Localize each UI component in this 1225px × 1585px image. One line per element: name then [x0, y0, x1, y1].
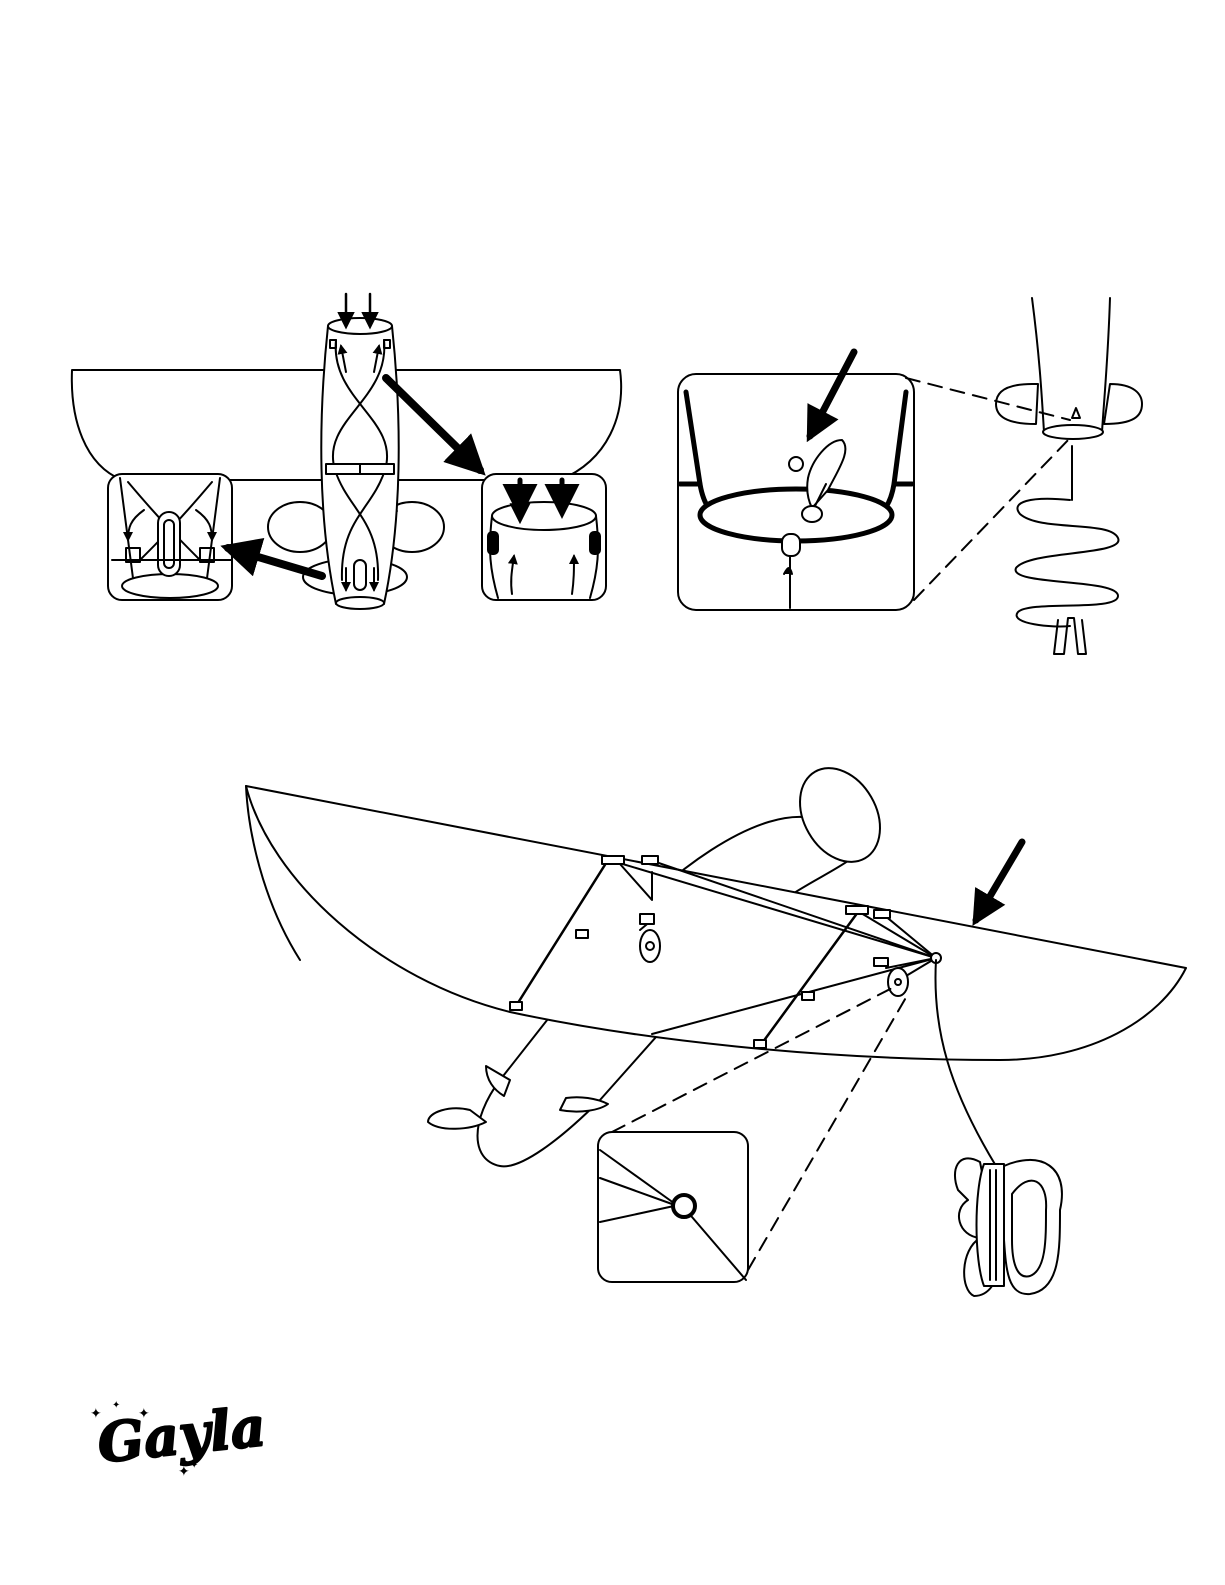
arrow-to-wing-edge	[976, 842, 1022, 920]
svg-text:✦: ✦	[138, 1405, 150, 1421]
figure-tail-attachment	[678, 298, 1142, 654]
line-reel-icon	[955, 1158, 1062, 1296]
tail-hole	[789, 457, 803, 471]
wing-3d	[246, 786, 1186, 1060]
svg-text:✦: ✦	[190, 1460, 198, 1471]
tail-tube	[1032, 298, 1110, 432]
spiral-tail	[1016, 499, 1119, 627]
svg-text:✦: ✦	[178, 1463, 190, 1479]
svg-text:✦: ✦	[112, 1400, 120, 1411]
svg-text:✦: ✦	[90, 1405, 102, 1421]
gayla-logo: Gayla ✦ ✦ ✦ ✦ ✦	[90, 1394, 269, 1479]
inset-right	[482, 474, 606, 600]
figure-kite-bridle	[246, 754, 1186, 1296]
figure-body-assembly	[72, 294, 621, 609]
